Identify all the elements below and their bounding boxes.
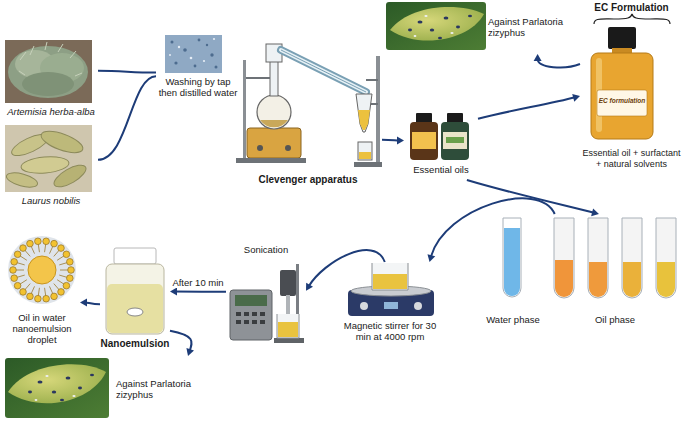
target-node: Against Parlatoria zizyphus [384,2,576,54]
arrow-head [186,348,194,356]
arrow-head [306,283,313,291]
flow-arrow [428,198,555,262]
node-label: Essential oil + surfactant + natural sol… [580,148,683,169]
connector-line [98,71,156,73]
nanoemulsion-vial [106,248,164,334]
sonicator [230,264,304,343]
bottle-label: EC formulation [597,97,647,104]
connector-line [467,180,594,213]
magnetic-stirrer [348,263,434,316]
node-label: Essential oils [404,164,478,175]
node-label: Sonication [226,244,306,255]
product-node: Nanoemulsion [100,246,170,352]
connector-line [431,198,555,257]
step-node: Washing by tap then distilled water [156,33,240,105]
apparatus-node: Clevenger apparatus [240,38,382,190]
step-node: Sonication [226,244,306,348]
formulation-node: EC FormulationEssential oil + surfactant… [580,2,683,190]
connector-line [85,302,100,304]
connector-line [538,59,580,67]
flow-arrow [80,298,100,306]
node-label: Clevenger apparatus [240,174,376,186]
flow-arrow [98,76,156,160]
water-photo [165,35,222,73]
step-node: Magnetic stirrer for 30 min at 4000 rpm [338,262,442,346]
arrow-head [428,254,436,262]
phase-node: Oil phase [548,214,682,332]
infested-leaf [5,358,109,418]
node-label: Against Parlatoria zizyphus [116,378,204,400]
arrow-head [572,94,580,102]
water-tube [503,218,521,297]
arrow-head [397,136,404,144]
laurus-photo [5,125,92,192]
arrow-head [170,288,177,296]
artemisia-photo [5,40,92,103]
flow-arrow [534,54,580,67]
infested-leaf [386,2,486,50]
node-label: EC Formulation [580,2,683,14]
ec-bottle [591,14,670,139]
node-label: Artemisia herba-alba [4,106,98,117]
connector-line [175,291,226,293]
flow-arrow [98,71,156,73]
node-label: Oil in water nanoemulsion droplet [4,312,80,346]
node-label: Washing by tap then distilled water [156,76,240,98]
node-label: Against Parlatoria zizyphus [488,16,576,38]
connector-line [309,250,385,286]
node-label: Magnetic stirrer for 30 min at 4000 rpm [338,320,442,342]
flow-arrow [170,288,226,296]
product-node: Essential oils [404,108,478,180]
arrow-head [591,208,599,216]
connector-line [98,76,156,160]
node-label: Water phase [478,314,548,325]
edge-label: After 10 min [171,277,224,288]
photo-node: Laurus nobilis [4,123,98,215]
nanoemulsion-droplet [8,236,76,304]
connector-line [170,331,192,351]
photo-node: Artemisia herba-alba [4,38,98,120]
clevenger-apparatus [236,44,382,167]
connector-line [478,97,575,119]
flow-arrow [306,250,385,291]
target-node: Against Parlatoria zizyphus [4,356,204,418]
flow-arrow [467,180,599,216]
arrow-head [534,54,542,61]
droplet-node: Oil in water nanoemulsion droplet [4,234,80,348]
flow-arrow [478,94,580,119]
oil-bottles [410,113,469,160]
flow-arrow [382,136,404,144]
oil-tubes [554,218,676,298]
phase-node: Water phase [478,214,548,332]
node-label: Nanoemulsion [100,338,170,350]
node-label: Laurus nobilis [4,195,98,206]
connector-line [382,139,399,142]
node-label: Oil phase [548,314,682,325]
arrow-head [80,298,87,306]
flow-arrow [170,331,194,356]
